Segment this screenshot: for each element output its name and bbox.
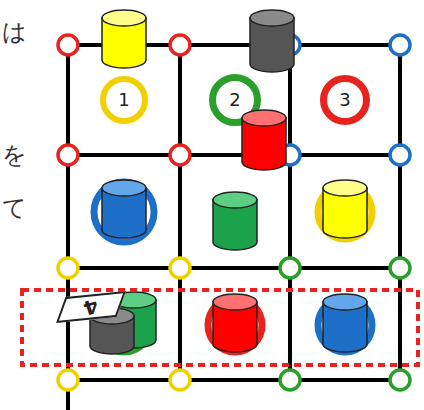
numbered-ring: 3 xyxy=(320,75,370,125)
ring-number: 3 xyxy=(339,91,350,109)
side-text: て xyxy=(2,196,27,220)
black-piece xyxy=(250,10,294,72)
numbered-ring: 2 xyxy=(209,74,261,126)
blue-piece xyxy=(102,180,146,238)
ring-number: 2 xyxy=(229,91,240,109)
red-piece xyxy=(242,110,286,170)
red-piece xyxy=(213,294,257,352)
game-pieces xyxy=(90,10,367,354)
numbered-ring: 1 xyxy=(100,76,148,124)
side-text: は xyxy=(2,20,27,44)
side-text: を xyxy=(2,143,27,167)
green-piece xyxy=(213,192,257,250)
yellow-piece xyxy=(323,180,367,238)
number-card: 4 xyxy=(56,291,126,323)
target-rings xyxy=(94,182,372,352)
card-number: 4 xyxy=(81,296,101,318)
grid-lines xyxy=(60,45,400,410)
yellow-piece xyxy=(102,10,146,68)
highlight-frame xyxy=(22,290,418,365)
intersection-dots xyxy=(58,35,410,390)
ring-number: 1 xyxy=(118,91,129,109)
blue-piece xyxy=(323,294,367,352)
